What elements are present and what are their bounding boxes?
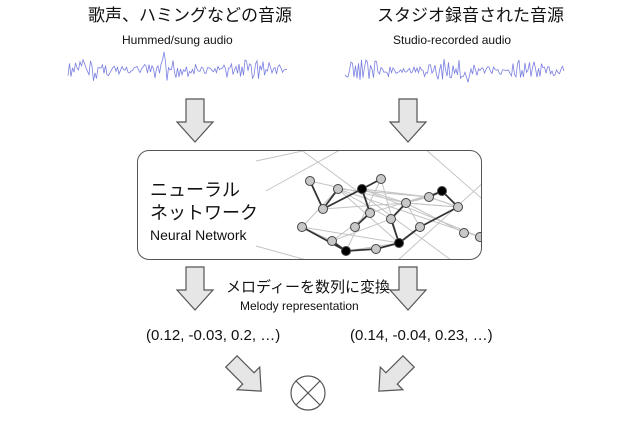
- network-node: [459, 228, 469, 238]
- network-edge: [301, 151, 451, 259]
- network-node-active: [341, 246, 351, 256]
- network-edge: [301, 226, 400, 244]
- neural-network-graph-icon: [255, 151, 481, 259]
- network-edge: [426, 151, 481, 199]
- network-edge-strong: [301, 226, 347, 252]
- network-node: [297, 222, 307, 232]
- network-edge: [405, 202, 465, 234]
- left-input-title: 歌声、ハミングなどの音源: [88, 6, 292, 26]
- neural-network-box: ニューラル ネットワーク Neural Network: [137, 150, 482, 260]
- right-down-arrow-bottom: [388, 266, 428, 311]
- network-edge: [331, 218, 392, 242]
- right-down-arrow-top: [388, 98, 428, 143]
- network-node: [376, 174, 386, 184]
- network-edge: [255, 245, 305, 259]
- left-diagonal-arrow: [224, 354, 262, 392]
- network-title-jp-line1: ニューラル: [150, 180, 240, 201]
- network-edge: [322, 202, 407, 210]
- network-node-active: [437, 186, 447, 196]
- right-waveform-line: [344, 58, 565, 83]
- right-diagonal-arrow: [378, 354, 416, 392]
- circled-times-icon: [290, 375, 326, 411]
- representation-title-en: Melody representation: [240, 299, 359, 313]
- network-node: [327, 236, 337, 246]
- right-embedding-vector: (0.14, -0.04, 0.23, …): [350, 327, 493, 344]
- network-edge-strong: [322, 188, 363, 210]
- left-down-arrow-bottom: [175, 266, 215, 311]
- network-edge: [255, 151, 306, 162]
- network-node: [386, 214, 396, 224]
- right-waveform: [344, 58, 565, 83]
- network-node: [401, 198, 411, 208]
- network-edge-strong: [419, 206, 459, 228]
- network-title-en: Neural Network: [150, 227, 247, 243]
- network-node: [350, 222, 360, 232]
- network-node: [424, 192, 434, 202]
- network-edge: [265, 151, 340, 192]
- network-node: [333, 184, 343, 194]
- network-node-active: [394, 238, 404, 248]
- network-node: [318, 204, 328, 214]
- network-edge: [337, 188, 430, 198]
- left-input-subtitle: Hummed/sung audio: [122, 33, 233, 47]
- network-node-active: [357, 184, 367, 194]
- left-down-arrow-top: [175, 98, 215, 143]
- left-waveform-line: [67, 51, 288, 81]
- right-input-title: スタジオ録音された音源: [377, 6, 564, 26]
- network-edge: [428, 196, 459, 208]
- network-node: [415, 222, 425, 232]
- network-node: [453, 202, 463, 212]
- network-title-jp-line2: ネットワーク: [150, 203, 258, 224]
- network-edge-strong: [309, 180, 324, 210]
- left-waveform: [67, 51, 288, 81]
- network-node: [305, 176, 315, 186]
- representation-title-jp: メロディーを数列に変換: [226, 278, 390, 296]
- network-edge: [337, 188, 392, 220]
- network-edge-strong: [345, 248, 377, 252]
- network-node: [475, 232, 481, 242]
- left-embedding-vector: (0.12, -0.03, 0.2, …): [146, 327, 281, 344]
- network-node: [371, 244, 381, 254]
- right-input-subtitle: Studio-recorded audio: [393, 33, 512, 47]
- network-node: [365, 208, 375, 218]
- network-edge: [405, 202, 459, 208]
